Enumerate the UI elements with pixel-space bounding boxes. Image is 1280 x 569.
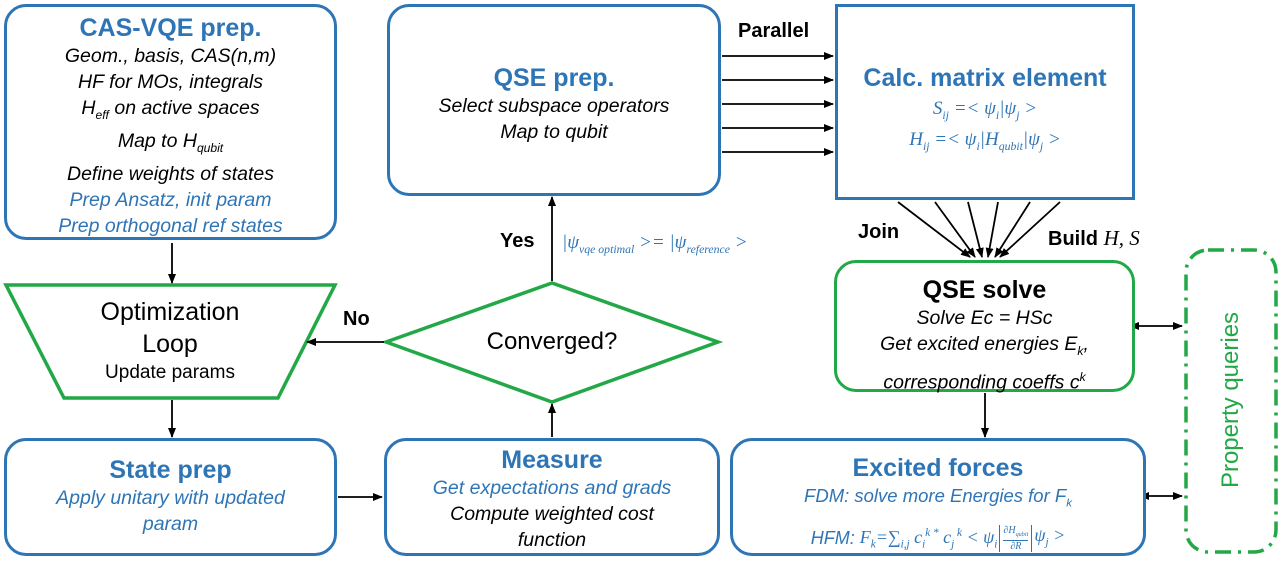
converged-label: Converged? (486, 328, 618, 355)
arrow-join-3 (967, 201, 984, 258)
cas-vqe-prep-title: CAS-VQE prep. (79, 14, 262, 42)
hfm-line: HFM: Fk=∑i,j cik * cj k < ψi ∂Hqubit∂R ψ… (810, 524, 1066, 552)
optimization-loop-shape (3, 283, 338, 400)
property-queries-shape (1184, 248, 1278, 554)
qse-solve-line-2: Get excited energies Ek, (880, 333, 1089, 358)
excited-forces-title: Excited forces (852, 454, 1024, 482)
cas-line-3: Heff on active spaces (81, 97, 260, 122)
state-prep-box: State prep Apply unitary with updated pa… (4, 438, 337, 556)
qse-solve-title: QSE solve (922, 276, 1047, 304)
label-vqe-condition: |ψvqe optimal >= |ψreference > (562, 232, 748, 256)
arrow-join-4 (985, 201, 999, 258)
label-join: Join (858, 221, 900, 243)
h-matrix-equation: Hij =< ψi|Hqubit|ψj > (909, 128, 1061, 153)
cas-line-7: Prep orthogonal ref states (58, 214, 283, 237)
s-matrix-equation: Sij =< ψi|ψj > (932, 98, 1038, 122)
label-build: Build H, S (1048, 226, 1140, 250)
cas-line-1: Geom., basis, CAS(n,m) (64, 45, 277, 67)
optimization-sub: Update params (105, 362, 235, 383)
state-prep-line-1: Apply unitary with updated (56, 487, 285, 509)
converged-decision-shape (380, 281, 724, 404)
qse-solve-box: QSE solve Solve Ec = HSc Get excited ene… (834, 260, 1135, 393)
measure-box: Measure Get expectations and grads Compu… (384, 438, 720, 556)
label-parallel: Parallel (738, 20, 810, 42)
measure-line-1: Get expectations and grads (432, 477, 672, 499)
state-prep-line-2: param (142, 513, 199, 535)
arrow-join-6 (999, 201, 1061, 258)
cas-line-5: Define weights of states (66, 162, 275, 185)
qse-prep-line-1: Select subspace operators (438, 95, 670, 117)
cas-line-2: HF for MOs, integrals (78, 71, 263, 93)
cas-line-6: Prep Ansatz, init param (69, 188, 272, 211)
excited-forces-box: Excited forces FDM: solve more Energies … (730, 438, 1146, 556)
measure-line-3: function (517, 529, 587, 551)
calc-matrix-title: Calc. matrix element (863, 64, 1107, 92)
arrow-join-1 (897, 201, 971, 258)
cas-vqe-prep-box: CAS-VQE prep. Geom., basis, CAS(n,m) HF … (4, 4, 337, 240)
property-queries-label: Property queries (1217, 311, 1244, 489)
qse-prep-box: QSE prep. Select subspace operators Map … (387, 4, 721, 196)
arrow-join-2 (934, 201, 976, 258)
measure-line-2: Compute weighted cost (450, 503, 654, 525)
arrow-join-5 (994, 201, 1031, 258)
qse-prep-line-2: Map to qubit (500, 121, 608, 143)
optimization-title-1: Optimization (100, 298, 240, 326)
measure-title: Measure (501, 446, 603, 474)
optimization-title-2: Loop (142, 330, 198, 358)
state-prep-title: State prep (109, 456, 232, 484)
label-no: No (343, 308, 370, 330)
qse-prep-title: QSE prep. (493, 64, 615, 92)
qse-solve-line-3: corresponding coeffs ck (883, 369, 1086, 394)
qse-solve-line-1: Solve Ec = HSc (916, 307, 1053, 329)
calc-matrix-element-box: Calc. matrix element Sij =< ψi|ψj > Hij … (835, 4, 1135, 200)
optimization-loop-text: Optimization Loop Update params (40, 296, 300, 386)
cas-line-4: Map to Hqubit (117, 129, 224, 155)
fdm-line: FDM: solve more Energies for Fk (804, 485, 1072, 510)
label-yes: Yes (500, 230, 535, 252)
